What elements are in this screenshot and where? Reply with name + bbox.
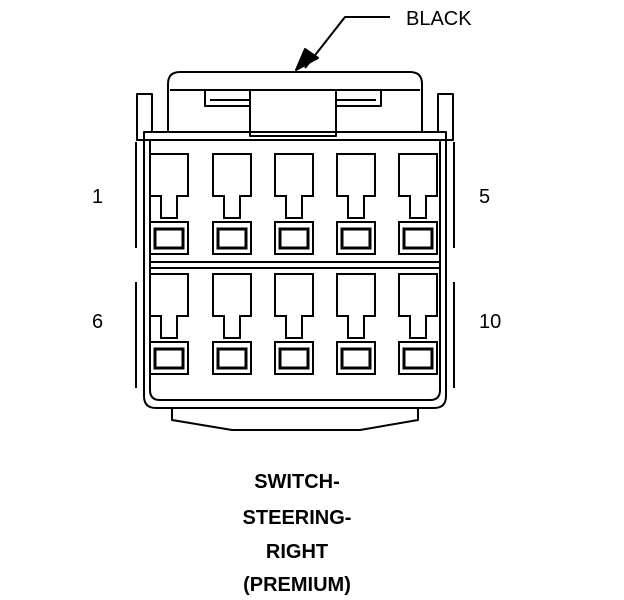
- connector-center-lock: [249, 90, 337, 137]
- pin-label-10: 10: [479, 311, 502, 333]
- terminal-slot: [274, 153, 314, 219]
- connector-inner-wall: [149, 139, 441, 401]
- connector-left-rib: [204, 89, 251, 107]
- terminal-slot: [149, 153, 189, 219]
- terminal-cavity-3: [274, 153, 314, 255]
- caption-line-3: RIGHT: [265, 541, 329, 563]
- terminal-lock-window: [336, 221, 376, 255]
- terminal-lock-inner: [153, 227, 185, 250]
- terminal-lock-inner: [216, 227, 248, 250]
- terminal-lock-window: [149, 221, 189, 255]
- terminal-lock-window: [398, 221, 438, 255]
- terminal-cavity-2: [212, 153, 252, 255]
- terminal-cavity-6: [149, 273, 189, 375]
- terminal-lock-window: [336, 341, 376, 375]
- terminal-lock-window: [274, 221, 314, 255]
- terminal-slot: [212, 273, 252, 339]
- terminal-cavity-1: [149, 153, 189, 255]
- terminal-lock-window: [274, 341, 314, 375]
- pin-label-1: 1: [92, 186, 104, 208]
- connector-latch-hood: [167, 71, 423, 132]
- caption-line-1: SWITCH-: [254, 471, 340, 493]
- terminal-cavity-5: [398, 153, 438, 255]
- terminal-lock-inner: [278, 227, 310, 250]
- terminal-lock-inner: [216, 347, 248, 370]
- terminal-lock-window: [149, 341, 189, 375]
- terminal-lock-window: [212, 341, 252, 375]
- pin-label-5: 5: [479, 186, 491, 208]
- connector-right-rib: [335, 89, 382, 107]
- terminal-lock-window: [398, 341, 438, 375]
- pin-label-6: 6: [92, 311, 104, 333]
- terminal-lock-inner: [340, 347, 372, 370]
- terminal-cavity-8: [274, 273, 314, 375]
- connector-bottom-skirt: [171, 408, 419, 431]
- terminal-lock-inner: [278, 347, 310, 370]
- terminal-slot: [336, 153, 376, 219]
- terminal-slot: [398, 153, 438, 219]
- connector-body: [143, 131, 447, 409]
- terminal-slot: [398, 273, 438, 339]
- terminal-cavity-9: [336, 273, 376, 375]
- terminal-lock-inner: [153, 347, 185, 370]
- callout-leader-line: [304, 16, 390, 69]
- callout-arrowhead: [295, 48, 319, 71]
- caption-line-4: (PREMIUM): [243, 574, 351, 596]
- terminal-cavity-7: [212, 273, 252, 375]
- terminal-lock-inner: [402, 347, 434, 370]
- terminal-lock-inner: [340, 227, 372, 250]
- terminal-lock-inner: [402, 227, 434, 250]
- terminal-cavity-10: [398, 273, 438, 375]
- terminal-slot: [149, 273, 189, 339]
- connector-left-flange: [136, 93, 153, 141]
- terminal-slot: [212, 153, 252, 219]
- connector-right-flange: [437, 93, 454, 141]
- callout-color-label: BLACK: [406, 8, 472, 30]
- terminal-slot: [274, 273, 314, 339]
- terminal-cavity-4: [336, 153, 376, 255]
- terminal-lock-window: [212, 221, 252, 255]
- terminal-slot: [336, 273, 376, 339]
- caption-line-2: STEERING-: [242, 507, 352, 529]
